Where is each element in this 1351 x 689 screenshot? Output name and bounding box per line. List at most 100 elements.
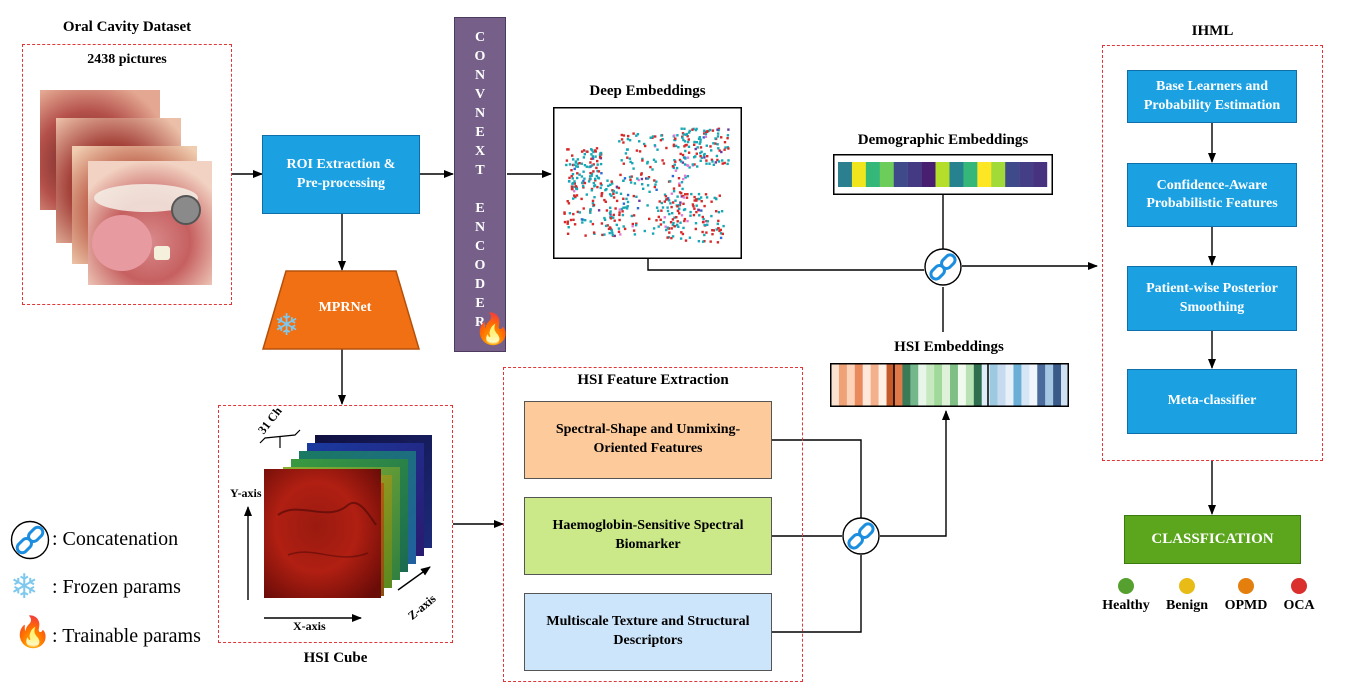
demographic-cell (1019, 162, 1034, 187)
scatter-point (681, 187, 684, 191)
scatter-point (567, 202, 571, 205)
scatter-point (710, 200, 713, 203)
scatter-point (590, 148, 593, 151)
demographic-bar (833, 154, 1053, 195)
scatter-point (712, 163, 715, 166)
scatter-point (702, 217, 705, 221)
scatter-point (606, 179, 609, 182)
step3-line2: Smoothing (1179, 299, 1245, 315)
scatter-point (651, 232, 655, 235)
scatter-point (622, 197, 625, 200)
scatter-point (703, 223, 706, 227)
scatter-point (626, 193, 630, 197)
scatter-point (582, 149, 586, 152)
scatter-point (710, 214, 713, 218)
scatter-point (638, 150, 642, 153)
scatter-point (576, 210, 579, 214)
scatter-point (600, 172, 603, 175)
scatter-point (589, 165, 592, 168)
hsi-embedding-cell (910, 364, 919, 406)
scatter-point (599, 182, 602, 185)
scatter-point (672, 143, 676, 146)
demographic-cell (949, 162, 964, 187)
scatter-point (660, 201, 663, 205)
scatter-point (699, 151, 702, 155)
scatter-point (702, 136, 705, 139)
hsi-feature-frame (503, 367, 803, 682)
scatter-point (662, 221, 665, 224)
scatter-point (700, 209, 703, 212)
scatter-point (581, 181, 584, 184)
scatter-point (632, 229, 636, 232)
scatter-point (585, 165, 588, 168)
encoder-letter: N (474, 106, 486, 121)
hsi-embeddings-title: HSI Embeddings (894, 339, 1004, 355)
scatter-point (689, 214, 692, 217)
scatter-point (576, 165, 579, 168)
scatter-point (696, 165, 699, 168)
scatter-point (683, 219, 686, 223)
scatter-point (664, 225, 667, 228)
scatter-point (719, 236, 723, 240)
scatter-point (589, 208, 592, 212)
scatter-point (641, 183, 644, 186)
scatter-point (706, 155, 709, 158)
scatter-point (570, 169, 573, 172)
scatter-point (653, 185, 656, 189)
scatter-point (596, 163, 599, 166)
scatter-point (676, 195, 679, 198)
scatter-point (718, 194, 721, 197)
scatter-point (723, 141, 727, 144)
scatter-point (688, 166, 691, 169)
scatter-point (697, 192, 701, 196)
scatter-point (583, 181, 587, 185)
scatter-point (571, 188, 574, 191)
scatter-point (670, 205, 673, 209)
scatter-point (684, 239, 688, 242)
scatter-point (612, 192, 615, 195)
scatter-point (591, 222, 595, 226)
scatter-point (593, 196, 596, 199)
scatter-point (687, 131, 691, 134)
scatter-point (581, 184, 585, 188)
scatter-point (585, 193, 588, 196)
scatter-point (632, 194, 635, 198)
scatter-point (714, 142, 717, 145)
scatter-point (687, 151, 691, 154)
scatter-point (638, 199, 641, 202)
scatter-point (685, 143, 688, 147)
scatter-point (645, 177, 648, 180)
scatter-point (686, 164, 689, 167)
scatter-point (565, 163, 568, 167)
hsi-embedding-cell (950, 364, 959, 406)
scatter-point (674, 160, 677, 163)
scatter-point (630, 214, 633, 218)
mprnet-block (262, 270, 420, 350)
scatter-point (683, 127, 686, 130)
scatter-point (613, 219, 616, 222)
scatter-point (703, 132, 706, 135)
scatter-point (657, 209, 660, 212)
scatter-point (721, 232, 724, 236)
scatter-point (563, 220, 567, 224)
scatter-point (612, 189, 616, 193)
demographic-cell (921, 162, 936, 187)
scatter-point (683, 140, 687, 143)
scatter-point (704, 135, 708, 138)
scatter-point (717, 147, 720, 150)
scatter-point (688, 129, 691, 133)
scatter-point (663, 216, 666, 219)
scatter-point (699, 159, 702, 162)
scatter-point (603, 233, 606, 236)
scatter-point (687, 138, 690, 141)
x-axis-label: X-axis (293, 619, 326, 633)
hsi-embedding-cell (1037, 364, 1046, 406)
scatter-point (672, 221, 675, 225)
scatter-point (651, 168, 654, 171)
scatter-point (591, 157, 595, 160)
scatter-point (705, 196, 709, 199)
scatter-point (633, 182, 637, 185)
deep-embeddings-title: Deep Embeddings (589, 83, 706, 99)
scatter-point (677, 146, 680, 149)
